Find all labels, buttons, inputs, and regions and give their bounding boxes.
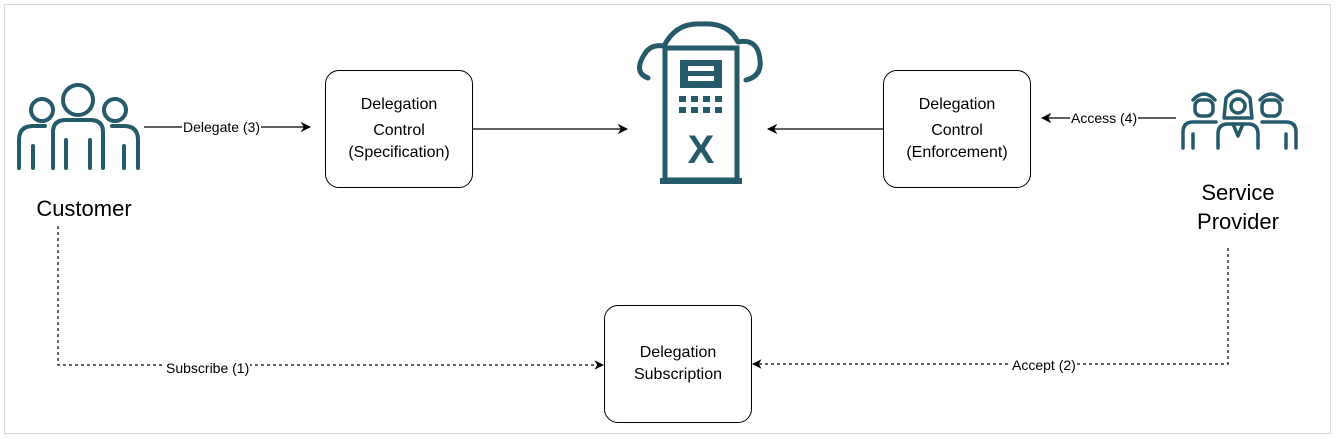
service-provider-label-line2: Provider: [1197, 209, 1279, 234]
edge-label-delegate: Delegate (3): [182, 119, 262, 135]
service-provider-label-line1: Service: [1201, 180, 1275, 205]
enforce-box-line2: Control: [931, 122, 983, 139]
cloud-terminal-icon: [637, 21, 763, 184]
delegation-control-enforcement-box: Delegation Control (Enforcement): [883, 70, 1031, 188]
spec-box-line3: (Specification): [348, 144, 450, 161]
edge-label-access: Access (4): [1070, 110, 1139, 126]
edge-subscribe-line: [57, 226, 604, 370]
group-of-workers-icon: [1181, 89, 1298, 150]
group-of-people-icon: [17, 83, 140, 170]
subscription-box-line1: Delegation: [639, 344, 717, 361]
subscription-box-line2: Subscription: [633, 366, 723, 383]
delegation-subscription-box: Delegation Subscription: [604, 305, 752, 423]
enforce-box-line3: (Enforcement): [906, 144, 1008, 161]
spec-box-line2: Control: [373, 122, 425, 139]
customer-label: Customer: [36, 196, 132, 221]
diagram-frame: [4, 4, 1331, 434]
enforce-box-line1: Delegation: [918, 96, 996, 113]
delegation-control-specification-box: Delegation Control (Specification): [325, 70, 473, 188]
edge-label-accept: Accept (2): [1011, 357, 1077, 373]
terminal-x-glyph: X: [688, 128, 715, 172]
spec-box-line1: Delegation: [360, 96, 438, 113]
edge-accept-line: [752, 248, 1229, 369]
edge-label-subscribe: Subscribe (1): [165, 360, 251, 376]
